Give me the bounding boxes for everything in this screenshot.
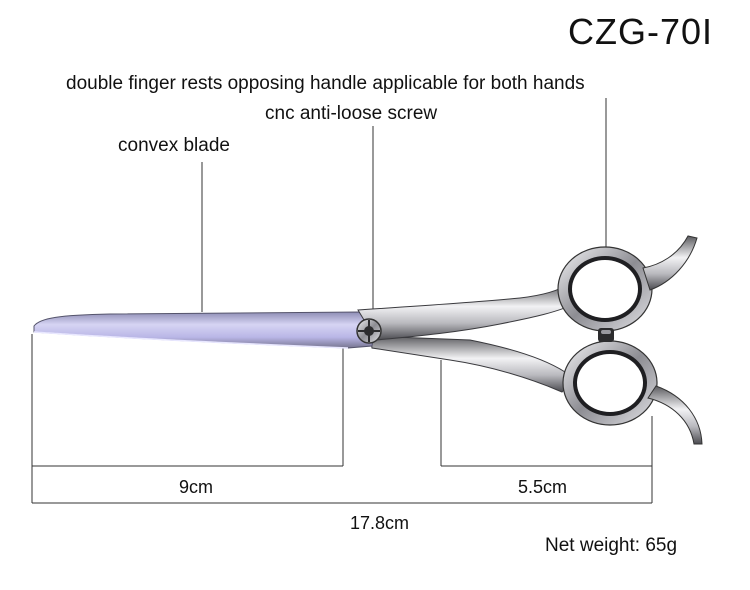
lower-finger-rest xyxy=(647,385,703,445)
finger-rest-feature-label: double finger rests opposing handle appl… xyxy=(66,73,585,94)
upper-finger-ring xyxy=(557,235,698,332)
handle-length-label: 5.5cm xyxy=(518,477,568,497)
blade-length-label: 9cm xyxy=(179,477,214,497)
screw-feature-label: cnc anti-loose screw xyxy=(265,103,438,124)
upper-finger-rest xyxy=(642,235,698,291)
scissors xyxy=(33,235,703,445)
dimension-lines xyxy=(31,98,653,504)
blade-edge-highlight xyxy=(33,331,349,349)
net-weight-label: Net weight: 65g xyxy=(545,535,678,556)
lower-shank xyxy=(369,335,575,393)
upper-shank xyxy=(357,283,579,341)
pivot-screw-icon xyxy=(356,318,382,344)
total-length-label: 17.8cm xyxy=(350,513,410,533)
model-title: CZG-70I xyxy=(568,11,714,52)
lower-finger-ring xyxy=(562,340,703,445)
blade-feature-label: convex blade xyxy=(118,135,230,156)
convex-blade xyxy=(33,311,377,349)
